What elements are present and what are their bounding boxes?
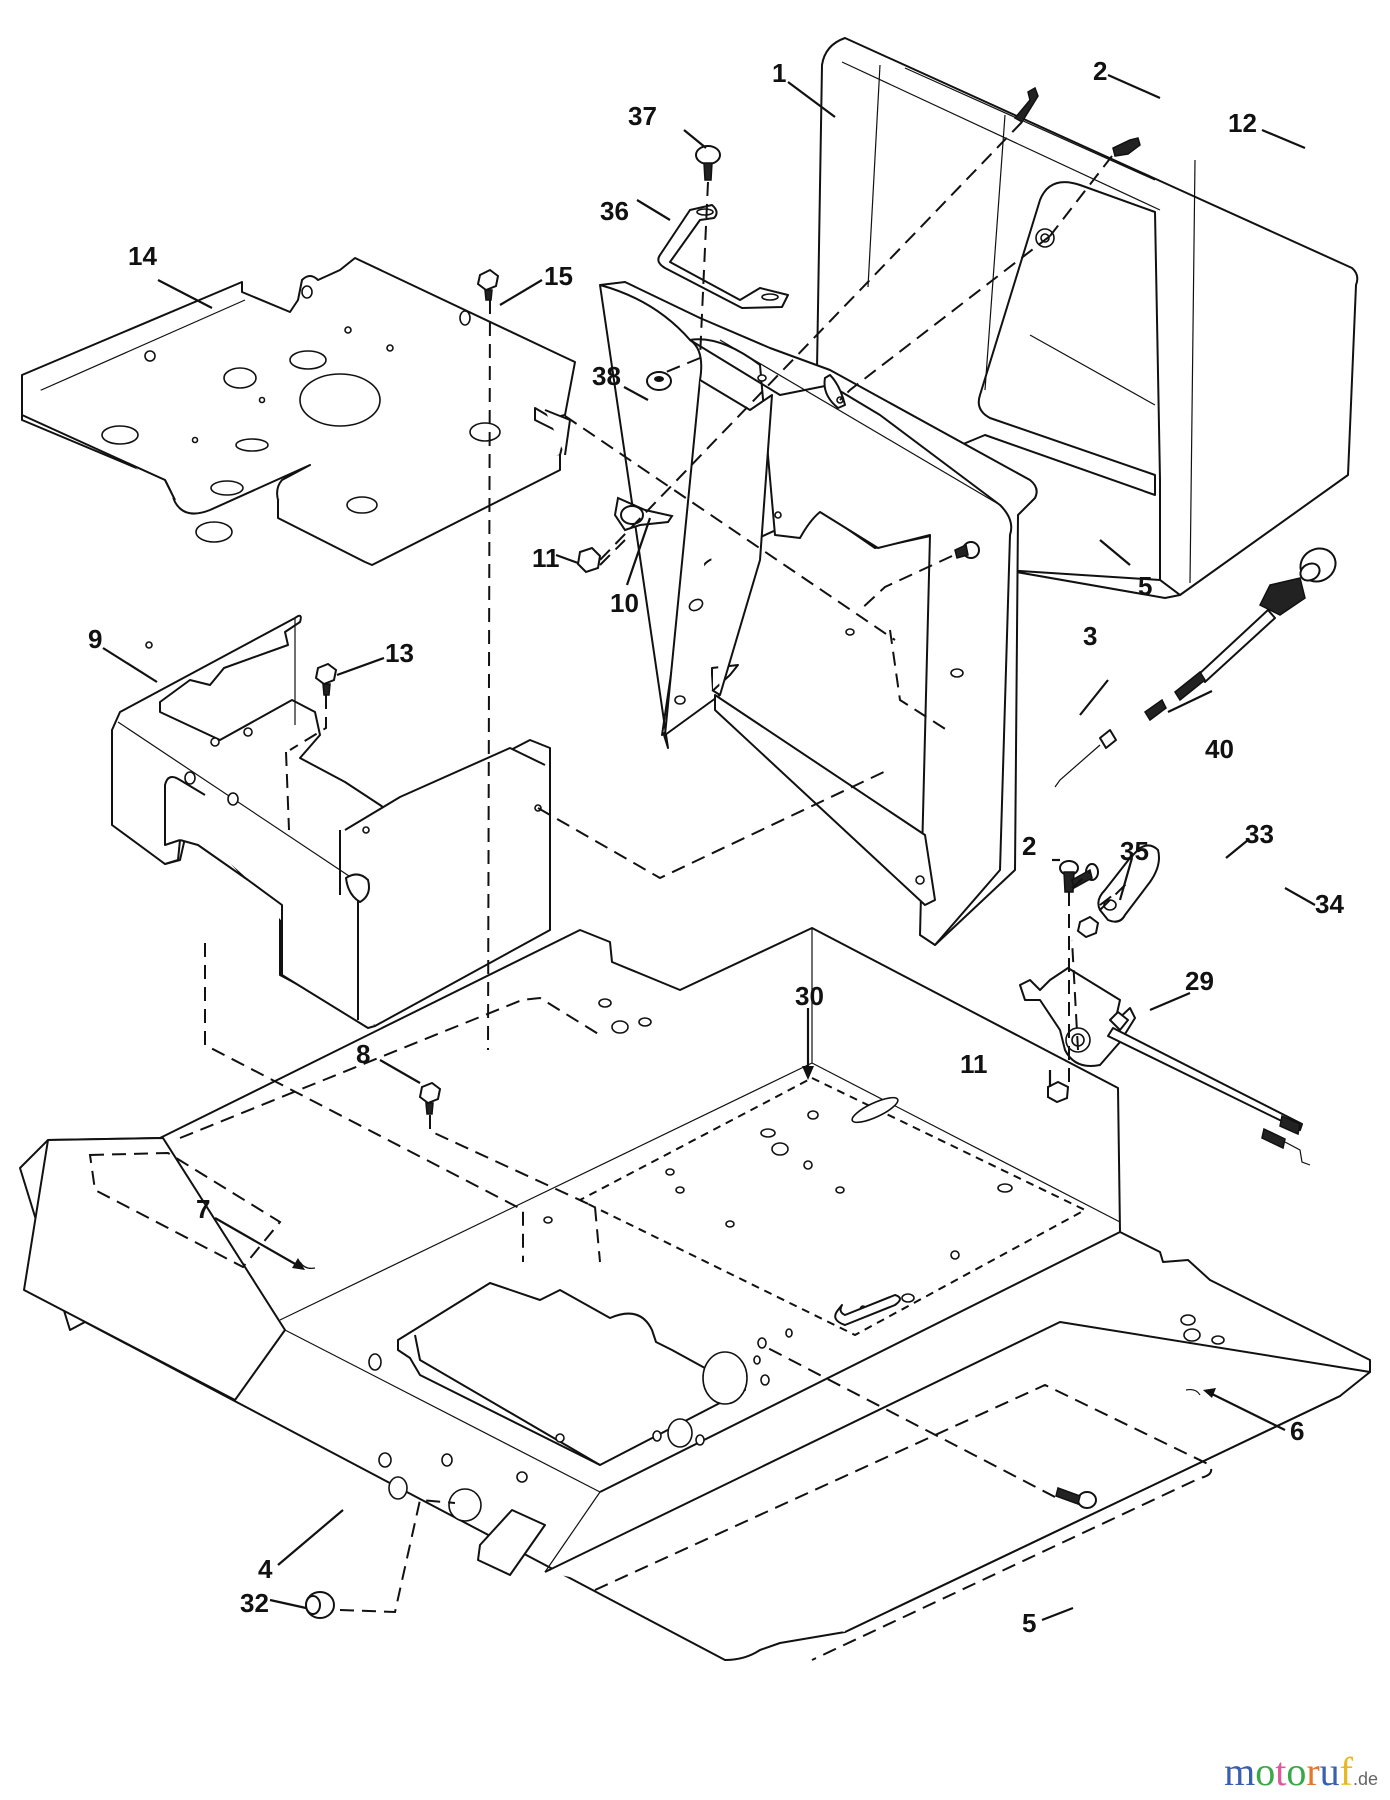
bracket-handle-part [657, 204, 789, 309]
screw-bottom-hardware [1055, 1487, 1097, 1509]
bolt-15-hardware [476, 268, 500, 301]
callout-30: 30 [795, 981, 824, 1011]
choke-cable-part [1054, 547, 1337, 788]
callout-37: 37 [628, 101, 657, 131]
arrow-6 [1203, 1388, 1216, 1398]
callout-36: 36 [600, 196, 629, 226]
callout-1: 1 [772, 58, 786, 88]
screw-side-hardware [1112, 137, 1141, 157]
watermark-letter: t [1275, 1749, 1287, 1794]
callout-33: 33 [1245, 819, 1274, 849]
callout-11-upper: 11 [532, 543, 560, 573]
grommet-hardware [646, 371, 672, 391]
hood-cover-part [814, 37, 1359, 599]
callout-7: 7 [196, 1194, 210, 1224]
bolt-lever-hardware [1071, 863, 1099, 890]
callout-2-lever: 2 [1022, 831, 1036, 861]
support-bracket-part [111, 614, 551, 1029]
callout-6: 6 [1290, 1416, 1304, 1446]
callout-40: 40 [1205, 734, 1234, 764]
plug-hardware [305, 1591, 335, 1619]
callout-11-lower: 11 [960, 1049, 988, 1079]
watermark-text: motoruf [1224, 1749, 1353, 1794]
mounting-plate-part [21, 257, 576, 566]
knob-hardware [695, 145, 721, 181]
watermark-letter: o [1286, 1749, 1307, 1794]
callout-14: 14 [128, 241, 157, 271]
callout-12: 12 [1228, 108, 1257, 138]
footrest-frame-part [19, 927, 1371, 1661]
callout-38: 38 [592, 361, 621, 391]
arrow-7 [292, 1258, 305, 1270]
callout-3: 3 [1083, 621, 1097, 651]
callout-5-right: 5 [1138, 571, 1152, 601]
bolt-8-hardware [418, 1081, 442, 1115]
callout-labels: 1 2 12 37 36 14 15 38 11 10 5 3 40 9 13 … [88, 56, 1344, 1638]
mat-marker-6 [1185, 1388, 1201, 1396]
nut-lower-hardware [1047, 1080, 1070, 1104]
nut-lever-hardware [1076, 915, 1100, 939]
callout-15: 15 [544, 261, 573, 291]
callout-10: 10 [610, 588, 639, 618]
watermark-logo: motoruf.de [1224, 1752, 1378, 1792]
watermark-letter: f [1339, 1749, 1353, 1794]
watermark-tld: .de [1352, 1769, 1378, 1789]
watermark-letter: o [1255, 1749, 1276, 1794]
callout-32: 32 [240, 1588, 269, 1618]
callout-13: 13 [385, 638, 414, 668]
watermark-letter: r [1306, 1749, 1320, 1794]
nut-upper-hardware [576, 546, 602, 574]
callout-4: 4 [258, 1554, 273, 1584]
bolt-13-hardware [314, 662, 338, 696]
callout-9: 9 [88, 624, 102, 654]
screw-top-hardware [1013, 86, 1039, 124]
callout-29: 29 [1185, 966, 1214, 996]
leader-lines [102, 73, 1316, 1622]
callout-2-top: 2 [1093, 56, 1107, 86]
watermark-letter: u [1319, 1749, 1340, 1794]
callout-34: 34 [1315, 889, 1344, 919]
watermark-letter: m [1224, 1749, 1256, 1794]
mat-marker-7 [299, 1261, 316, 1269]
callout-arrows [292, 1066, 1216, 1398]
screw-right-hardware [954, 541, 980, 559]
callout-35: 35 [1120, 836, 1149, 866]
arrow-30 [802, 1066, 814, 1080]
assembly-lines [204, 121, 1131, 1614]
bearing-flange-hardware [613, 496, 674, 532]
callout-5-bottom: 5 [1022, 1608, 1036, 1638]
callout-8: 8 [356, 1039, 370, 1069]
screw-lever-hardware [1059, 860, 1079, 893]
